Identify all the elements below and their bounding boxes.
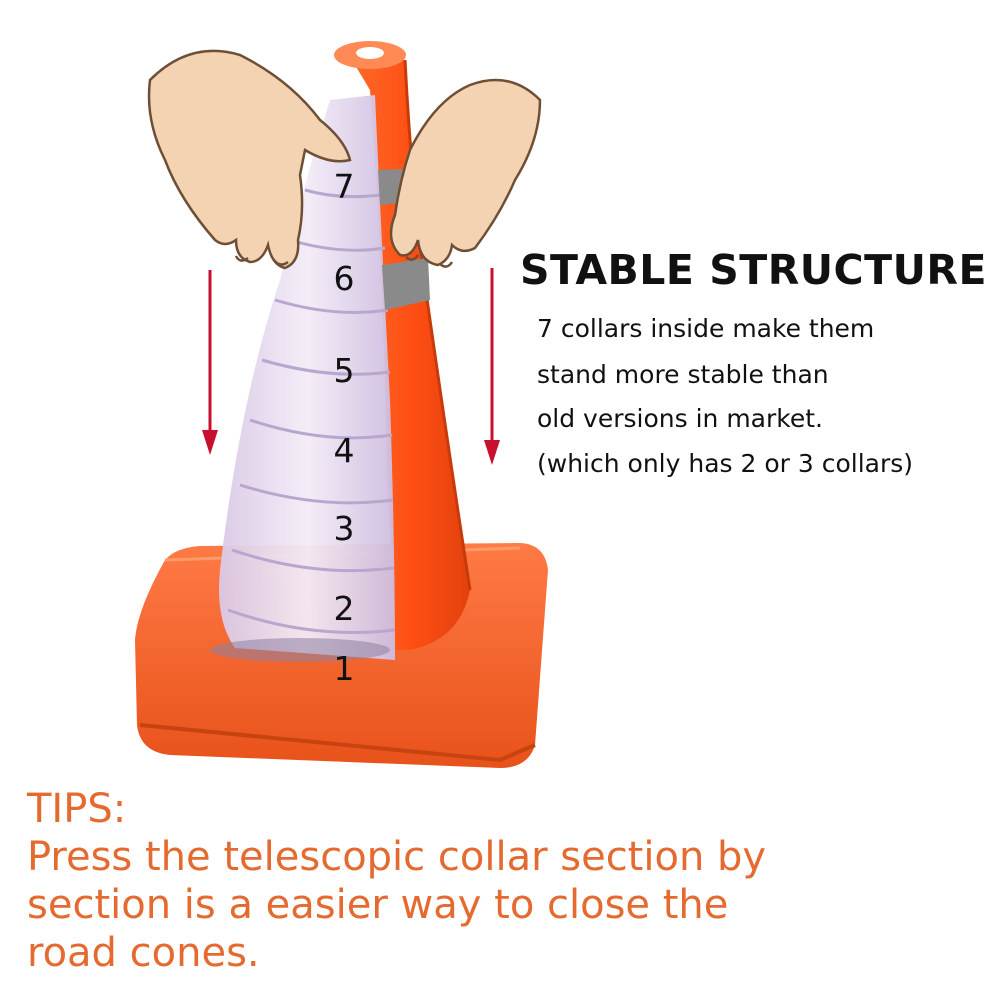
- collar-number-2: 2: [334, 589, 355, 628]
- feature-heading: STABLE STRUCTURE: [520, 246, 987, 294]
- collar-number-5: 5: [334, 351, 355, 390]
- tips-line: section is a easier way to close the: [27, 882, 729, 928]
- left-arrow-icon: [202, 270, 218, 455]
- tips-line: Press the telescopic collar section by: [27, 834, 767, 880]
- collar-number-7: 7: [334, 167, 355, 206]
- left-hand: [147, 49, 352, 270]
- collar-number-6: 6: [334, 259, 355, 298]
- cone-body-orange: [352, 59, 472, 650]
- cone-top: [334, 41, 406, 69]
- tips-label: TIPS:: [27, 786, 127, 832]
- right-hand: [389, 78, 542, 268]
- right-arrow-icon: [484, 268, 500, 465]
- collar-number-3: 3: [334, 509, 355, 548]
- collar-number-4: 4: [334, 431, 355, 470]
- cone-body-collars: [210, 95, 396, 662]
- description-line: (which only has 2 or 3 collars): [537, 449, 914, 478]
- collar-numbers: 7 6 5 4 3 2 1: [334, 167, 355, 688]
- description-line: old versions in market.: [537, 404, 823, 433]
- description-line: stand more stable than: [537, 360, 829, 389]
- collar-number-1: 1: [334, 649, 355, 688]
- description-line: 7 collars inside make them: [537, 314, 875, 343]
- tips-line: road cones.: [27, 930, 260, 976]
